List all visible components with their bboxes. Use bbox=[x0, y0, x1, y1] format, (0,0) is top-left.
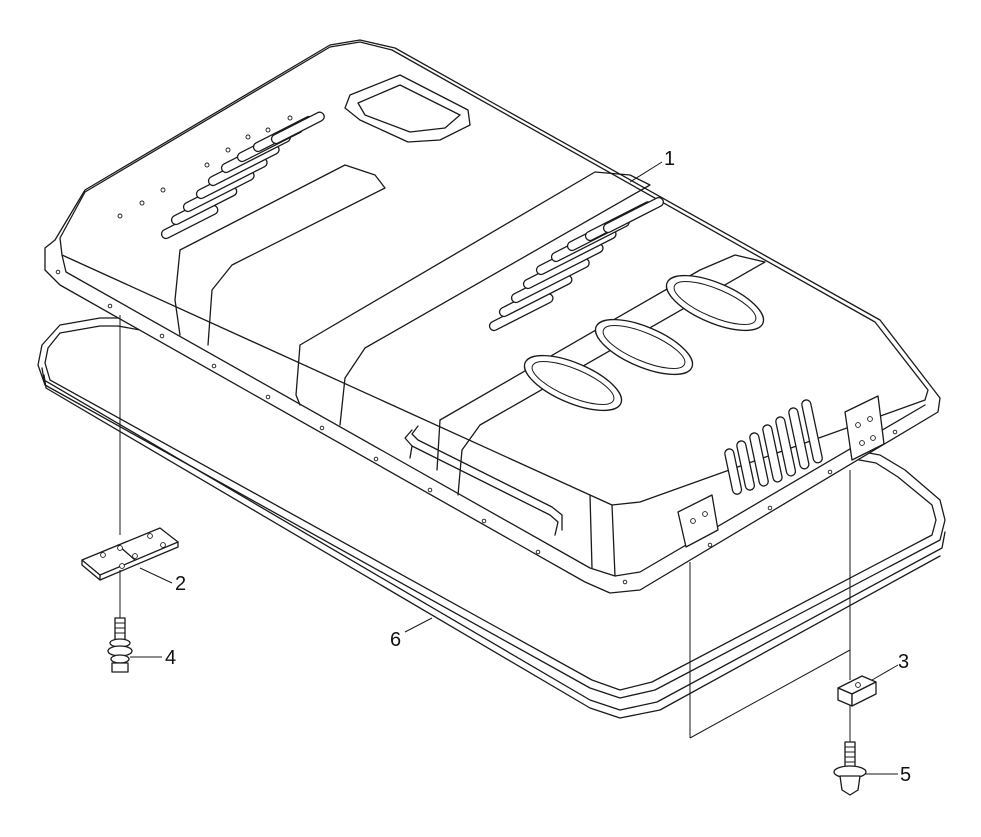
screw-part-5 bbox=[833, 741, 867, 796]
latch-block-part-3 bbox=[837, 675, 877, 707]
callout-3: 3 bbox=[898, 651, 909, 673]
callout-6: 6 bbox=[390, 629, 401, 651]
callout-labels: 1 2 3 4 5 6 bbox=[165, 148, 911, 786]
handle-bar bbox=[404, 425, 563, 536]
bolt-washer-part-4 bbox=[107, 617, 133, 673]
cover-hinge-plate-front bbox=[677, 494, 719, 548]
callout-1: 1 bbox=[664, 148, 675, 170]
cover-shell-part-1 bbox=[44, 39, 941, 594]
callout-4: 4 bbox=[165, 647, 176, 669]
side-vent-slots bbox=[724, 399, 823, 495]
assembly-guide-lines bbox=[119, 315, 851, 742]
callout-leaders bbox=[130, 161, 899, 775]
callout-5: 5 bbox=[900, 764, 911, 786]
callout-2: 2 bbox=[175, 573, 186, 595]
oval-openings bbox=[523, 274, 765, 412]
cover-hinge-plate-rear bbox=[844, 395, 885, 461]
hinge-part-2 bbox=[81, 527, 179, 581]
vent-louvers-left bbox=[117, 111, 325, 240]
vent-louvers-center bbox=[488, 196, 664, 332]
rim-fastener-holes bbox=[55, 269, 898, 585]
